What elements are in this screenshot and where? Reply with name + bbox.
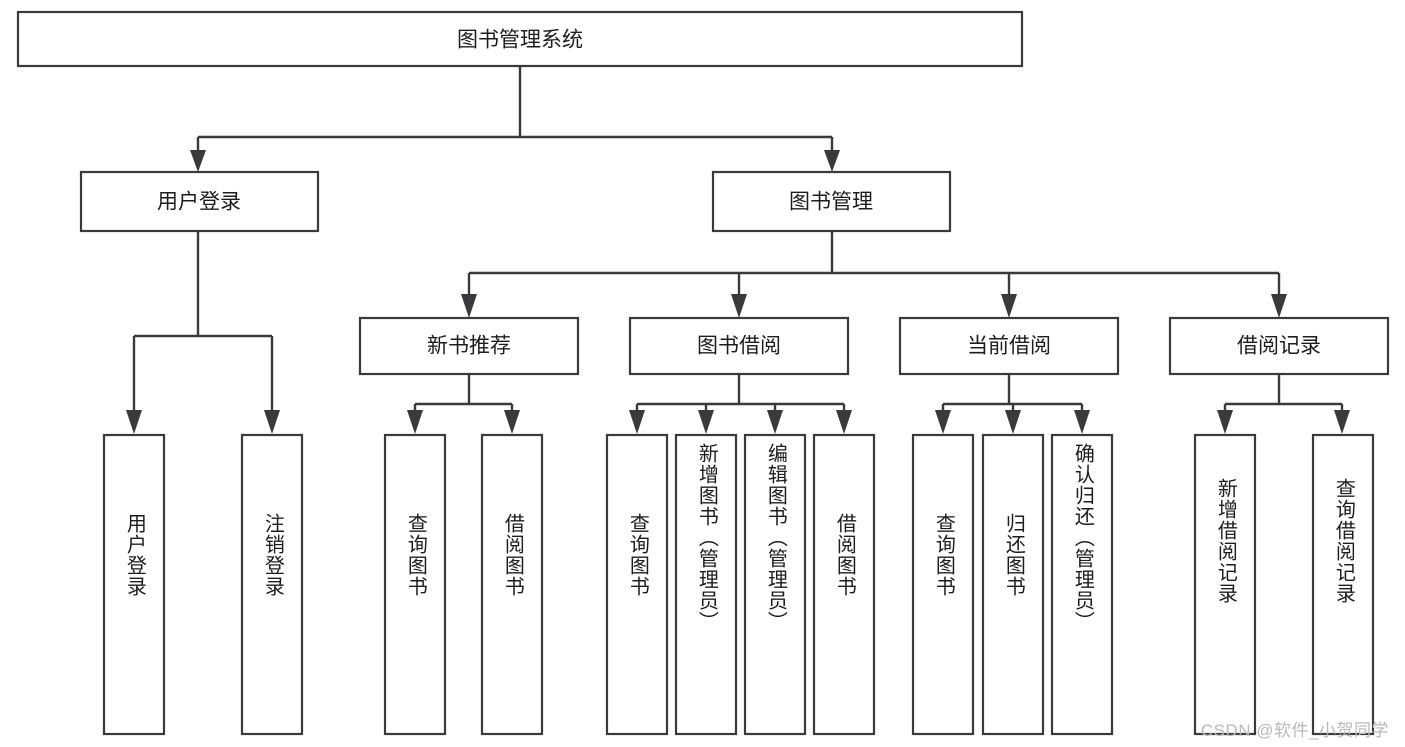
arrow-record-to-leaf12 <box>1217 410 1233 434</box>
node-login-box[interactable] <box>79 170 320 233</box>
arrow-borrow-to-leaf5 <box>629 410 645 434</box>
arrow-current-to-leaf10 <box>1005 410 1021 434</box>
node-root-box[interactable] <box>16 10 1024 68</box>
node-leaf-13-box[interactable] <box>1311 433 1375 736</box>
node-login-label: 用户登录 <box>157 191 241 214</box>
node-leaf-1-box[interactable] <box>102 433 166 736</box>
arrow-current-to-leaf11 <box>1074 410 1090 434</box>
node-borrow-box[interactable] <box>628 316 850 376</box>
node-newbook[interactable]: 新书推荐 <box>358 316 580 376</box>
node-newbook-label: 新书推荐 <box>427 335 511 358</box>
node-leaf-12-box[interactable] <box>1193 433 1257 736</box>
node-login[interactable]: 用户登录 <box>79 170 320 233</box>
node-leaf-9-box[interactable] <box>911 433 975 736</box>
arrow-borrow-to-leaf6 <box>698 410 714 434</box>
arrow-root-to-bookmgmt <box>824 150 840 172</box>
node-borrow[interactable]: 图书借阅 <box>628 316 850 376</box>
node-leaf-4-box[interactable] <box>480 433 544 736</box>
node-bookmgmt-label: 图书管理 <box>789 191 873 214</box>
connector-group <box>126 66 1350 434</box>
csdn-watermark: CSDN @软件_小贺同学 <box>1200 721 1389 740</box>
node-leaf-2-box[interactable] <box>240 433 304 736</box>
node-leaf-11-box[interactable] <box>1050 433 1114 736</box>
arrow-root-to-login <box>190 150 206 172</box>
arrow-borrow-to-leaf8 <box>836 410 852 434</box>
arrow-bookmgmt-to-newbook <box>461 294 477 318</box>
node-current-label: 当前借阅 <box>967 335 1051 358</box>
arrow-bookmgmt-to-record <box>1271 294 1287 318</box>
node-leaf-3-box[interactable] <box>383 433 447 736</box>
arrow-bookmgmt-to-borrow <box>731 294 747 318</box>
arrow-record-to-leaf13 <box>1334 410 1350 434</box>
arrow-bookmgmt-to-current <box>1001 294 1017 318</box>
node-record-box[interactable] <box>1168 316 1390 376</box>
arrow-borrow-to-leaf7 <box>767 410 783 434</box>
node-leaf-5-box[interactable] <box>605 433 669 736</box>
node-record[interactable]: 借阅记录 <box>1168 316 1390 376</box>
leaf-boxes-group <box>102 433 1375 736</box>
node-bookmgmt-box[interactable] <box>711 170 952 233</box>
arrow-login-to-leaf2 <box>264 410 280 434</box>
node-newbook-box[interactable] <box>358 316 580 376</box>
arrow-newbook-to-leaf4 <box>504 410 520 434</box>
arrow-current-to-leaf9 <box>935 410 951 434</box>
node-root-label: 图书管理系统 <box>457 29 583 52</box>
node-current[interactable]: 当前借阅 <box>898 316 1120 376</box>
node-leaf-8-box[interactable] <box>812 433 876 736</box>
node-leaf-6-box[interactable] <box>674 433 738 736</box>
node-borrow-label: 图书借阅 <box>697 335 781 358</box>
node-current-box[interactable] <box>898 316 1120 376</box>
node-root[interactable]: 图书管理系统 <box>16 10 1024 68</box>
arrow-login-to-leaf1 <box>126 410 142 434</box>
node-leaf-10-box[interactable] <box>981 433 1045 736</box>
node-leaf-7-box[interactable] <box>743 433 807 736</box>
node-bookmgmt[interactable]: 图书管理 <box>711 170 952 233</box>
arrow-newbook-to-leaf3 <box>407 410 423 434</box>
node-record-label: 借阅记录 <box>1237 335 1321 358</box>
